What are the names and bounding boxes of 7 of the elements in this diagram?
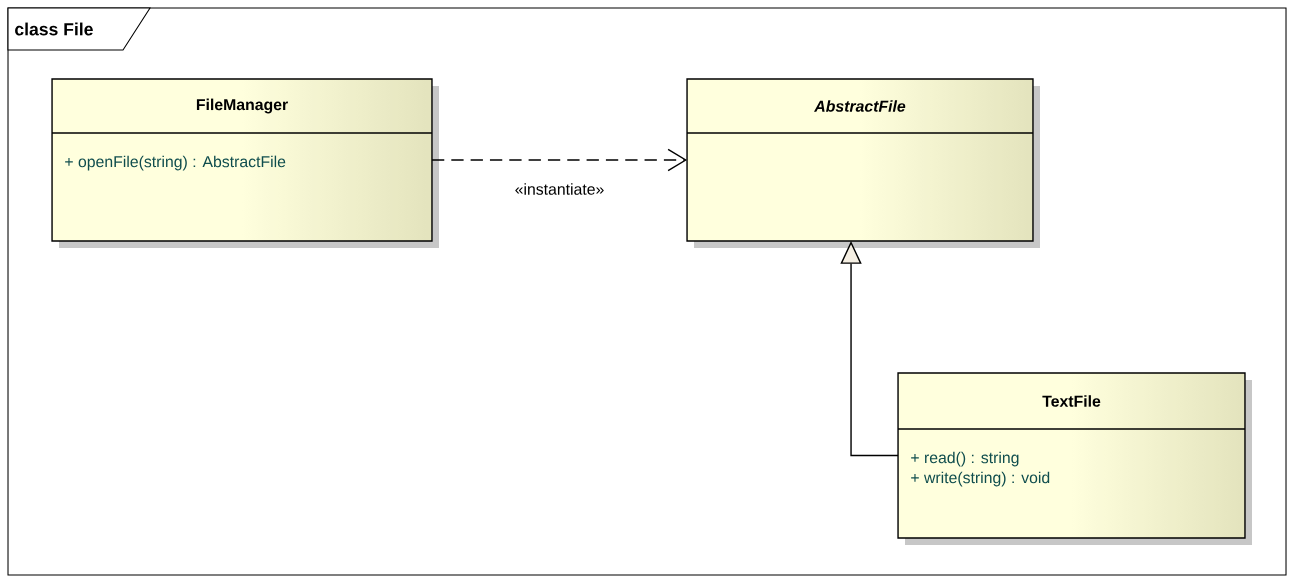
class-box: TextFile + read() : string + write(string) : void [897, 372, 1252, 545]
class-box: AbstractFile [686, 78, 1040, 248]
dependency-arrow [431, 148, 688, 172]
generalization-arrow [840, 241, 899, 457]
frame-title: class File [15, 22, 93, 36]
class-box: FileManager + openFile(string) : AbstractFile [51, 78, 439, 248]
edge-label: «instantiate» [515, 183, 604, 195]
